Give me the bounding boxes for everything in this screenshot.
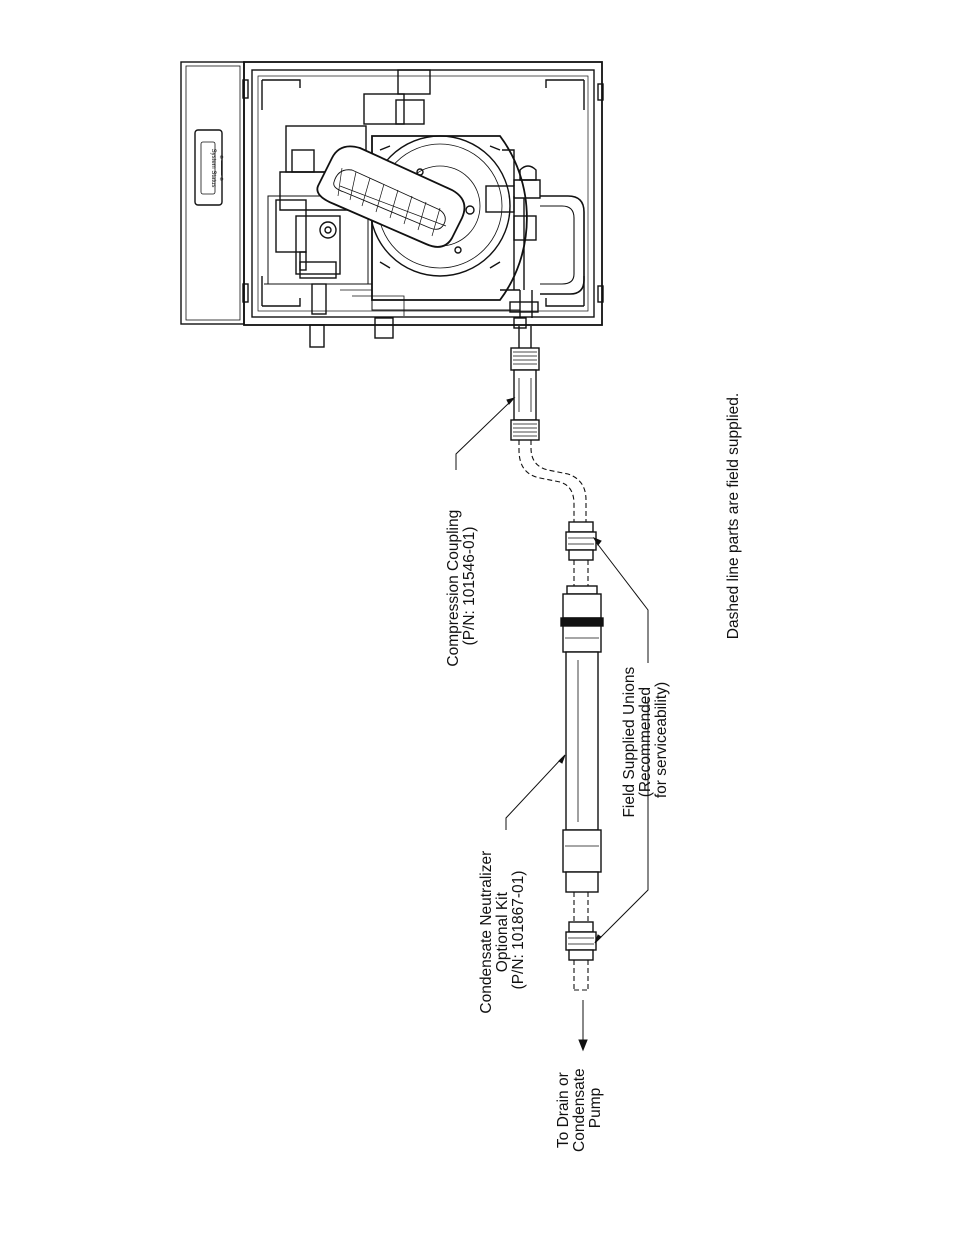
compression-coupling bbox=[511, 348, 539, 440]
condensate-line-solid bbox=[511, 326, 603, 960]
drain-arrowhead bbox=[579, 1040, 587, 1050]
arrowhead-neutralizer bbox=[559, 755, 565, 763]
gas-valve-top bbox=[364, 94, 404, 124]
panel-label-status: System Status bbox=[210, 149, 216, 188]
condensate-neutralizer bbox=[561, 586, 603, 892]
label-field-unions-line3: for serviceability) bbox=[653, 682, 670, 798]
label-neutralizer-line3: (P/N: 101867-01) bbox=[510, 871, 527, 990]
label-neutralizer-line2: Optional Kit bbox=[494, 891, 511, 972]
label-dashed-note: Dashed line parts are field supplied. bbox=[725, 393, 742, 639]
label-compression-coupling-line2: (P/N: 101546-01) bbox=[461, 527, 478, 646]
top-bracket bbox=[398, 70, 430, 94]
panel-label-controls: ⊕ ——— ⊕ bbox=[218, 155, 224, 181]
label-field-unions-line1: Field Supplied Unions bbox=[621, 667, 638, 818]
label-compression-coupling-line1: Compression Coupling bbox=[445, 510, 462, 667]
svg-text:Compression Coupling (P/: Compression Coupling (P/N: 101546-01) bbox=[445, 505, 478, 666]
leader-compression-coupling bbox=[456, 400, 512, 470]
label-drain-line3: Pump bbox=[587, 1088, 604, 1129]
label-neutralizer-line1: Condensate Neutralizer bbox=[478, 851, 495, 1014]
label-drain-line1: To Drain or bbox=[555, 1072, 572, 1148]
svg-text:Field Supplied Unions (R: Field Supplied Unions (Recommended for s… bbox=[621, 662, 670, 817]
arrowhead-compression bbox=[507, 398, 514, 404]
svg-text:Dashed line parts are field su: Dashed line parts are field supplied. bbox=[725, 393, 742, 639]
svg-text:To Drain or Condensate: To Drain or Condensate Pump bbox=[555, 1064, 604, 1152]
leader-neutralizer bbox=[506, 758, 562, 830]
boiler-unit: System Status ⊕ ——— ⊕ bbox=[181, 62, 603, 347]
leader-union-upper bbox=[596, 542, 648, 663]
field-union-lower bbox=[566, 922, 596, 960]
front-cover-panel bbox=[181, 62, 244, 324]
label-field-unions-line2: (Recommended bbox=[637, 687, 654, 797]
field-union-upper bbox=[566, 522, 596, 560]
internal-piping bbox=[486, 150, 584, 318]
svg-text:Condensate Neutralizer O: Condensate Neutralizer Optional Kit (P/N… bbox=[478, 846, 527, 1013]
label-drain-line2: Condensate bbox=[571, 1068, 588, 1152]
